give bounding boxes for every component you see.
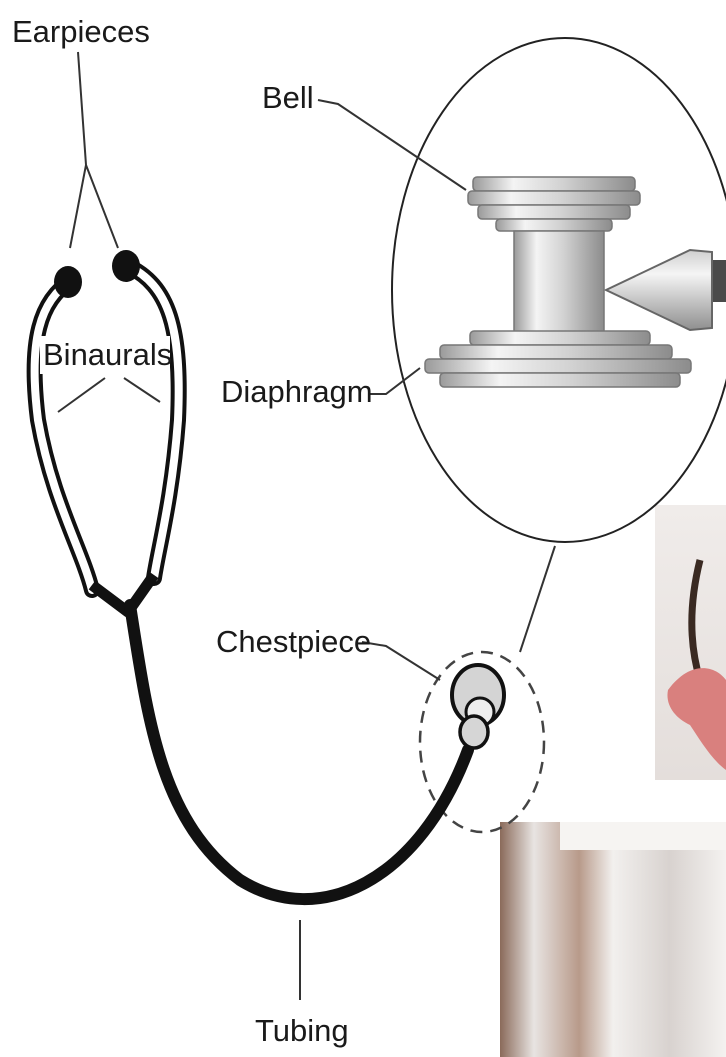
magnify-connector-line <box>520 546 555 652</box>
label-diaphragm: Diaphragm <box>221 374 373 409</box>
binaurals <box>35 265 179 590</box>
label-binaurals: Binaurals <box>43 337 172 372</box>
label-bell: Bell <box>262 80 314 115</box>
earpiece-right <box>112 250 140 282</box>
label-tubing: Tubing <box>255 1013 349 1048</box>
label-chestpiece: Chestpiece <box>216 624 371 659</box>
background-photo-upper <box>655 505 726 780</box>
chestpiece-small <box>452 665 504 748</box>
background-photo-lower <box>500 822 726 1057</box>
label-earpieces: Earpieces <box>12 14 150 49</box>
earpiece-left <box>54 266 82 298</box>
